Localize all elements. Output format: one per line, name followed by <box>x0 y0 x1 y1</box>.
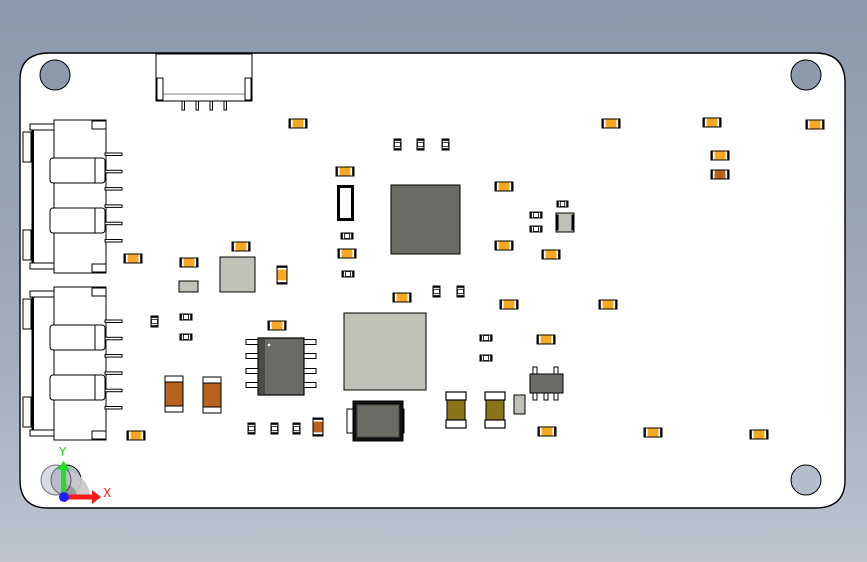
smd-capacitor[interactable] <box>541 249 561 260</box>
smd-resistor[interactable] <box>556 200 569 208</box>
y-axis-arrow <box>61 469 66 497</box>
tantalum-capacitor[interactable] <box>445 391 467 429</box>
smd-resistor[interactable] <box>179 333 193 341</box>
smd-capacitor[interactable] <box>537 426 557 437</box>
usb-connector-j2[interactable] <box>22 286 123 441</box>
smd-resistor[interactable] <box>393 138 402 151</box>
smd-resistor[interactable] <box>441 138 450 151</box>
crystal-y1[interactable] <box>337 185 354 221</box>
smd-capacitor[interactable] <box>288 118 308 129</box>
smd-capacitor[interactable] <box>494 181 514 192</box>
electrolytic-capacitor[interactable] <box>164 375 184 413</box>
smd-resistor[interactable] <box>479 354 493 362</box>
shielded-module-u2[interactable] <box>343 312 427 391</box>
smd-capacitor[interactable] <box>702 117 722 128</box>
smd-resistor[interactable] <box>150 315 159 328</box>
smd-resistor[interactable] <box>340 232 354 240</box>
smd-resistor[interactable] <box>341 270 355 278</box>
x-axis-label: X <box>103 486 111 500</box>
smd-capacitor[interactable] <box>231 241 251 252</box>
usb-connector-j1[interactable] <box>22 119 123 274</box>
mount-hole-top-right <box>790 59 822 91</box>
smd-capacitor[interactable] <box>337 248 357 259</box>
diode-d1[interactable] <box>346 400 405 442</box>
smd-resistor[interactable] <box>432 285 441 298</box>
smd-capacitor[interactable] <box>710 150 730 161</box>
y-axis-label: Y <box>58 445 67 459</box>
smd-capacitor[interactable] <box>598 299 618 310</box>
small-light-part[interactable] <box>513 394 526 415</box>
smd-capacitor[interactable] <box>126 430 146 441</box>
smd-capacitor[interactable] <box>267 320 287 331</box>
coordinate-triad: Y X <box>40 445 111 504</box>
smd-capacitor[interactable] <box>392 292 412 303</box>
smd-resistor[interactable] <box>292 422 301 435</box>
smd-capacitor[interactable] <box>179 257 199 268</box>
smd-capacitor[interactable] <box>123 253 143 264</box>
smd-resistor[interactable] <box>456 285 465 298</box>
mount-hole-top-left <box>39 59 71 91</box>
mount-hole-bottom-right <box>790 464 822 496</box>
smd-capacitor[interactable] <box>335 166 355 177</box>
smd-capacitor[interactable] <box>276 265 288 285</box>
smd-capacitor[interactable] <box>536 334 556 345</box>
electrolytic-capacitor[interactable] <box>202 376 222 414</box>
smd-capacitor[interactable] <box>710 169 730 180</box>
smd-capacitor[interactable] <box>601 118 621 129</box>
smd-resistor[interactable] <box>179 313 193 321</box>
small-ic-u5[interactable] <box>178 280 199 293</box>
smd-resistor[interactable] <box>479 334 493 342</box>
soic8-ic-u3[interactable] <box>245 337 317 396</box>
tantalum-capacitor[interactable] <box>484 391 506 429</box>
smd-resistor[interactable] <box>529 225 543 233</box>
smd-resistor[interactable] <box>416 138 425 151</box>
son-ic-u6[interactable] <box>555 212 575 233</box>
z-axis-origin <box>59 492 69 502</box>
smd-capacitor[interactable] <box>312 417 324 437</box>
smd-capacitor[interactable] <box>499 299 519 310</box>
x-axis-arrow <box>64 494 94 500</box>
smd-capacitor[interactable] <box>749 429 769 440</box>
smd-resistor[interactable] <box>247 422 256 435</box>
smd-capacitor[interactable] <box>643 427 663 438</box>
pcb-board-outline[interactable] <box>19 52 846 509</box>
smd-resistor[interactable] <box>270 422 279 435</box>
smd-resistor[interactable] <box>529 211 543 219</box>
inductor-l1[interactable] <box>219 256 256 293</box>
header-connector-j3[interactable] <box>155 53 253 111</box>
smd-capacitor[interactable] <box>494 240 514 251</box>
sot23-ic-u4[interactable] <box>529 366 564 401</box>
smd-capacitor[interactable] <box>805 119 825 130</box>
mcu-u1[interactable] <box>390 184 461 255</box>
